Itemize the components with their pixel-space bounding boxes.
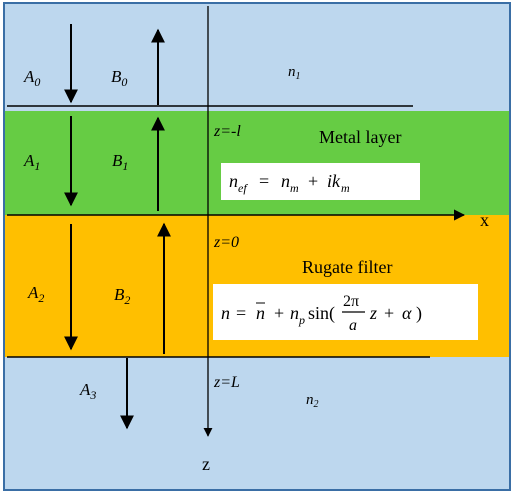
label-a0: A0	[23, 67, 40, 89]
z-axis-label: z	[202, 454, 210, 474]
svg-text:=: =	[236, 303, 246, 323]
rugate-equation: n = n + n p sin( 2π a z + α )	[221, 293, 422, 334]
svg-text:2π: 2π	[343, 293, 359, 310]
label-b2: B2	[114, 285, 130, 307]
svg-text:n: n	[290, 303, 299, 323]
svg-text:m: m	[341, 181, 350, 195]
metal-equation-box	[221, 163, 420, 200]
svg-text:+: +	[384, 303, 394, 323]
svg-text:=: =	[259, 171, 269, 191]
svg-text:sin(: sin(	[308, 303, 335, 324]
svg-text:n: n	[221, 303, 230, 323]
svg-text:): )	[416, 303, 422, 324]
rugate-filter-title: Rugate filter	[302, 257, 392, 277]
diagram-frame	[3, 2, 511, 491]
svg-text:ef: ef	[238, 181, 248, 195]
metal-layer-title: Metal layer	[319, 127, 401, 147]
metal-title-box	[309, 120, 454, 154]
label-z-minus-l: z=-l	[213, 123, 241, 140]
label-a3: A3	[79, 380, 96, 402]
svg-text:m: m	[290, 181, 299, 195]
label-a2: A2	[27, 283, 44, 305]
x-axis-label: x	[480, 210, 489, 230]
top-medium-region	[5, 4, 509, 111]
label-n1: n1	[288, 64, 301, 82]
svg-text:a: a	[349, 317, 357, 334]
label-z-L: z=L	[213, 374, 240, 391]
svg-text:n: n	[229, 171, 238, 191]
svg-text:α: α	[402, 303, 412, 323]
label-b0: B0	[111, 67, 127, 89]
svg-text:n: n	[256, 303, 265, 323]
rugate-title-box	[296, 252, 436, 282]
label-n2: n2	[306, 392, 319, 410]
svg-text:p: p	[298, 313, 305, 327]
svg-text:+: +	[308, 171, 318, 191]
svg-text:+: +	[274, 303, 284, 323]
bottom-medium-region	[5, 357, 509, 490]
metal-equation: n ef = n m + ik m	[229, 171, 350, 195]
label-z-zero: z=0	[213, 234, 239, 251]
svg-text:z: z	[369, 303, 377, 323]
svg-text:n: n	[281, 171, 290, 191]
label-b1: B1	[112, 151, 128, 173]
label-a1: A1	[23, 151, 40, 173]
svg-text:ik: ik	[327, 171, 341, 191]
